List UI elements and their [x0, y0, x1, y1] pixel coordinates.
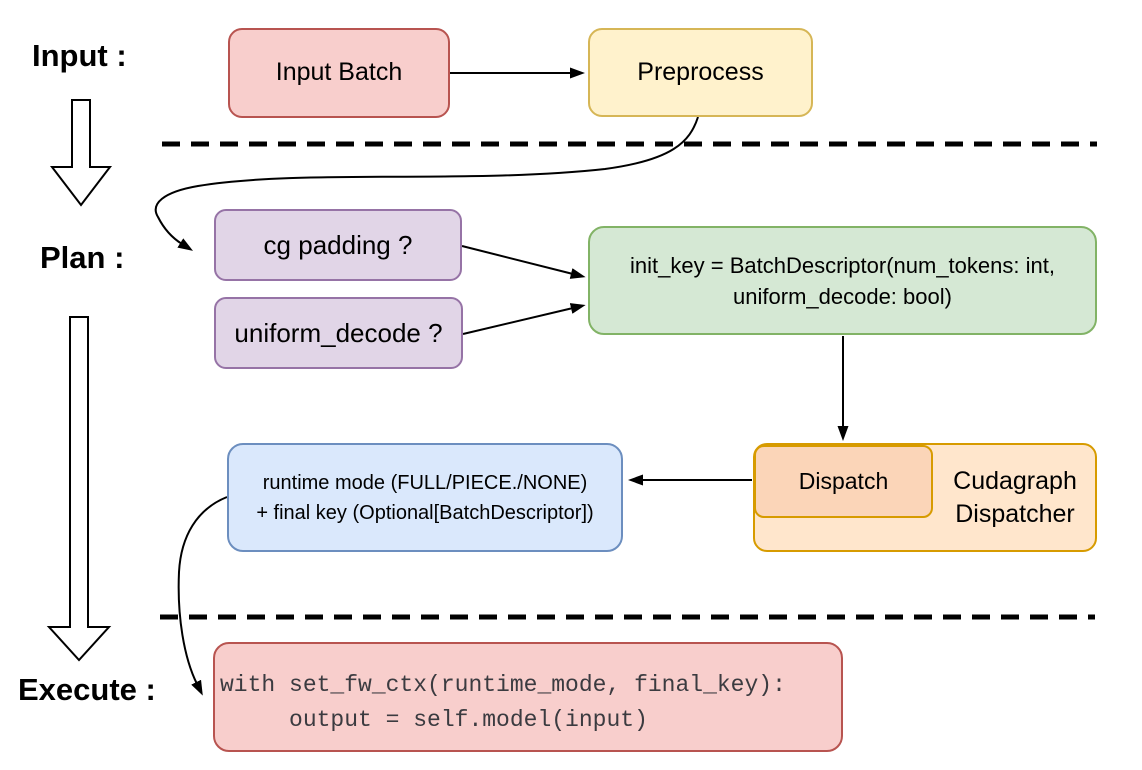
init-key-line2: uniform_decode: bool) — [733, 283, 952, 309]
stage-arrow-plan-icon — [46, 316, 112, 662]
cg-padding-box: cg padding ? — [214, 209, 462, 281]
input-batch-box: Input Batch — [228, 28, 450, 118]
arrow-runtime-mode-to-execute-code — [177, 496, 228, 696]
stage-label-plan: Plan : — [40, 240, 125, 275]
init-key-box: init_key = BatchDescriptor(num_tokens: i… — [588, 226, 1097, 335]
arrow-cg-padding-to-init-key — [461, 245, 586, 279]
stage-label-input: Input : — [32, 38, 127, 73]
cg-padding-label: cg padding ? — [263, 229, 413, 260]
stage-label-execute: Execute : — [18, 672, 156, 707]
execute-code-line1: with set_fw_ctx(runtime_mode, final_key)… — [220, 672, 786, 698]
arrow-preprocess-to-cg-padding — [154, 116, 699, 251]
dispatch-label: Dispatch — [798, 468, 889, 495]
preprocess-box: Preprocess — [588, 28, 813, 117]
runtime-mode-box: runtime mode (FULL/PIECE./NONE) + final … — [227, 443, 623, 552]
cudagraph-dispatcher-line2: Dispatcher — [955, 499, 1075, 528]
uniform-decode-box: uniform_decode ? — [214, 297, 463, 369]
execute-code-box: with set_fw_ctx(runtime_mode, final_key)… — [213, 642, 843, 752]
stage-arrow-input-icon — [49, 99, 113, 207]
cudagraph-dispatcher-line1: Cudagraph — [953, 466, 1077, 495]
dispatch-box: Dispatch — [754, 445, 933, 518]
runtime-mode-line1: runtime mode (FULL/PIECE./NONE) — [262, 471, 588, 494]
input-batch-label: Input Batch — [275, 58, 403, 87]
init-key-line1: init_key = BatchDescriptor(num_tokens: i… — [630, 252, 1055, 278]
runtime-mode-line2: + final key (Optional[BatchDescriptor]) — [256, 501, 594, 524]
uniform-decode-label: uniform_decode ? — [234, 317, 443, 348]
cudagraph-dispatcher-label: Cudagraph Dispatcher — [935, 445, 1095, 550]
preprocess-label: Preprocess — [637, 57, 764, 86]
arrow-uniform-decode-to-init-key — [462, 303, 586, 335]
execute-code-line2: output = self.model(input) — [220, 707, 648, 733]
